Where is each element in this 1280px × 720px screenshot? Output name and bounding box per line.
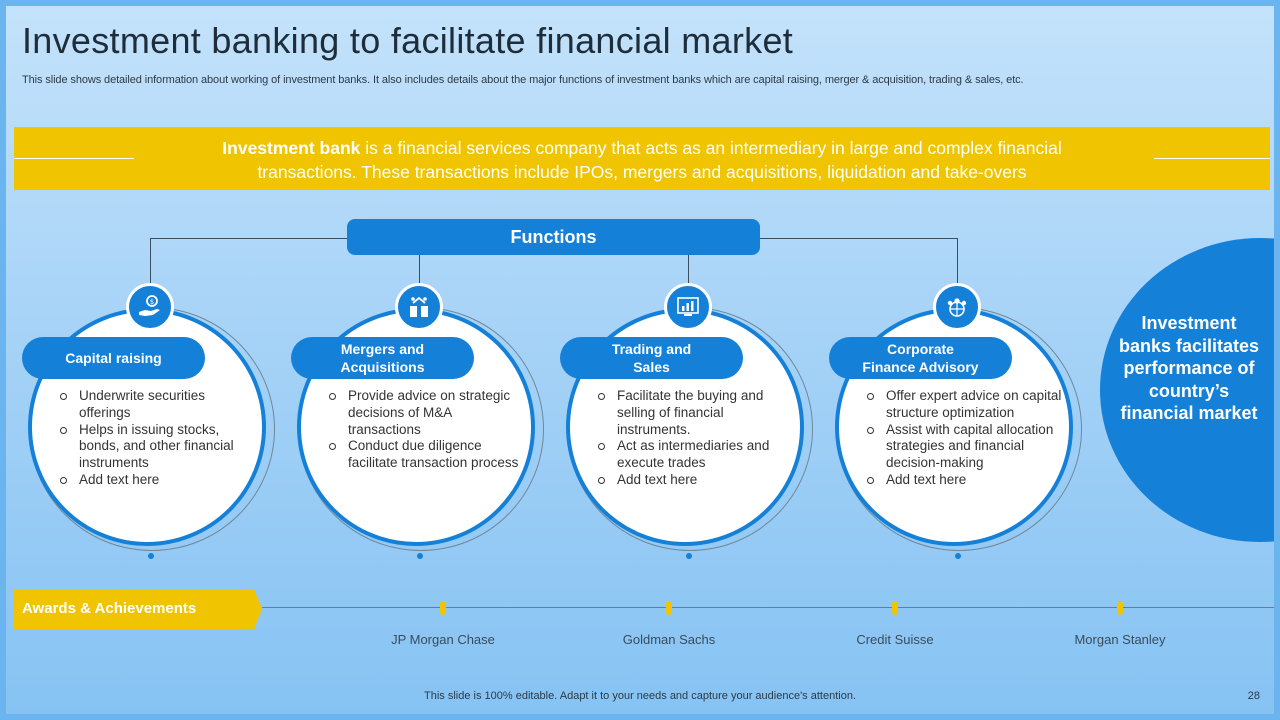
function-bullets: Facilitate the buying and selling of fin… — [592, 388, 792, 489]
list-item: Offer expert advice on capital structure… — [861, 388, 1063, 422]
connector-line — [150, 238, 347, 239]
footer-note: This slide is 100% editable. Adapt it to… — [424, 690, 856, 702]
trading-chart-icon — [664, 283, 712, 331]
circle-dot — [686, 553, 692, 559]
timeline-marker — [892, 601, 898, 615]
banner-line-left — [14, 158, 134, 159]
function-bullets: Offer expert advice on capital structure… — [861, 388, 1063, 489]
team-globe-icon — [933, 283, 981, 331]
connector-line — [688, 255, 689, 286]
bank-label: JP Morgan Chase — [391, 632, 495, 647]
function-bullets: Provide advice on strategic decisions of… — [323, 388, 523, 472]
connector-line — [957, 238, 958, 286]
list-item: Conduct due diligence facilitate transac… — [323, 438, 523, 472]
list-item: Act as intermediaries and execute trades — [592, 438, 792, 472]
circle-dot — [148, 553, 154, 559]
function-title-line1: Trading and — [611, 341, 692, 357]
svg-text:$: $ — [150, 298, 154, 306]
function-title-line2: Sales — [633, 359, 670, 375]
circle-dot — [955, 553, 961, 559]
function-title-line1: Corporate — [887, 341, 954, 357]
banner-line-1: is a financial services company that act… — [360, 138, 1062, 158]
page-number: 28 — [1247, 690, 1260, 702]
money-hand-icon: $ — [126, 283, 174, 331]
function-title-text: Capital raising — [65, 350, 162, 366]
connector-line — [760, 238, 957, 239]
list-item: Add text here — [54, 472, 254, 489]
list-item: Assist with capital allocation strategie… — [861, 422, 1063, 472]
buildings-merge-icon — [395, 283, 443, 331]
awards-label: Awards & Achievements — [22, 600, 197, 617]
list-item: Facilitate the buying and selling of fin… — [592, 388, 792, 438]
bank-label: Credit Suisse — [856, 632, 934, 647]
bank-label: Goldman Sachs — [622, 632, 716, 647]
function-title-line2: Finance Advisory — [862, 359, 979, 375]
banner-text: Investment bank is a financial services … — [144, 136, 1140, 184]
page-subtitle: This slide shows detailed information ab… — [22, 74, 1024, 86]
statement-text: Investment banks facilitates performance… — [1118, 313, 1260, 423]
functions-header: Functions — [347, 219, 760, 255]
definition-banner: Investment bank is a financial services … — [14, 127, 1270, 190]
bank-label: Morgan Stanley — [1074, 632, 1166, 647]
function-title-line2: Acquisitions — [340, 359, 425, 375]
circle-dot — [417, 553, 423, 559]
connector-line — [150, 238, 151, 286]
list-item: Provide advice on strategic decisions of… — [323, 388, 523, 438]
timeline-line — [262, 607, 1274, 608]
banner-bold-term: Investment bank — [222, 138, 361, 158]
list-item: Add text here — [592, 472, 792, 489]
timeline-marker — [440, 601, 446, 615]
timeline-marker — [1117, 601, 1123, 615]
function-circle-trading — [566, 308, 804, 546]
banner-line-2: transactions. These transactions include… — [257, 162, 1027, 182]
function-title-line1: Mergers and — [340, 341, 425, 357]
connector-line — [419, 255, 420, 286]
banner-line-right — [1154, 158, 1270, 159]
list-item: Helps in issuing stocks, bonds, and othe… — [54, 422, 254, 472]
function-bullets: Underwrite securities offerings Helps in… — [54, 388, 254, 489]
function-title-capital-raising: Capital raising — [22, 337, 205, 379]
page-title: Investment banking to facilitate financi… — [22, 20, 794, 61]
list-item: Add text here — [861, 472, 1063, 489]
awards-label-banner: Awards & Achievements — [14, 589, 262, 629]
list-item: Underwrite securities offerings — [54, 388, 254, 422]
timeline-marker — [666, 601, 672, 615]
